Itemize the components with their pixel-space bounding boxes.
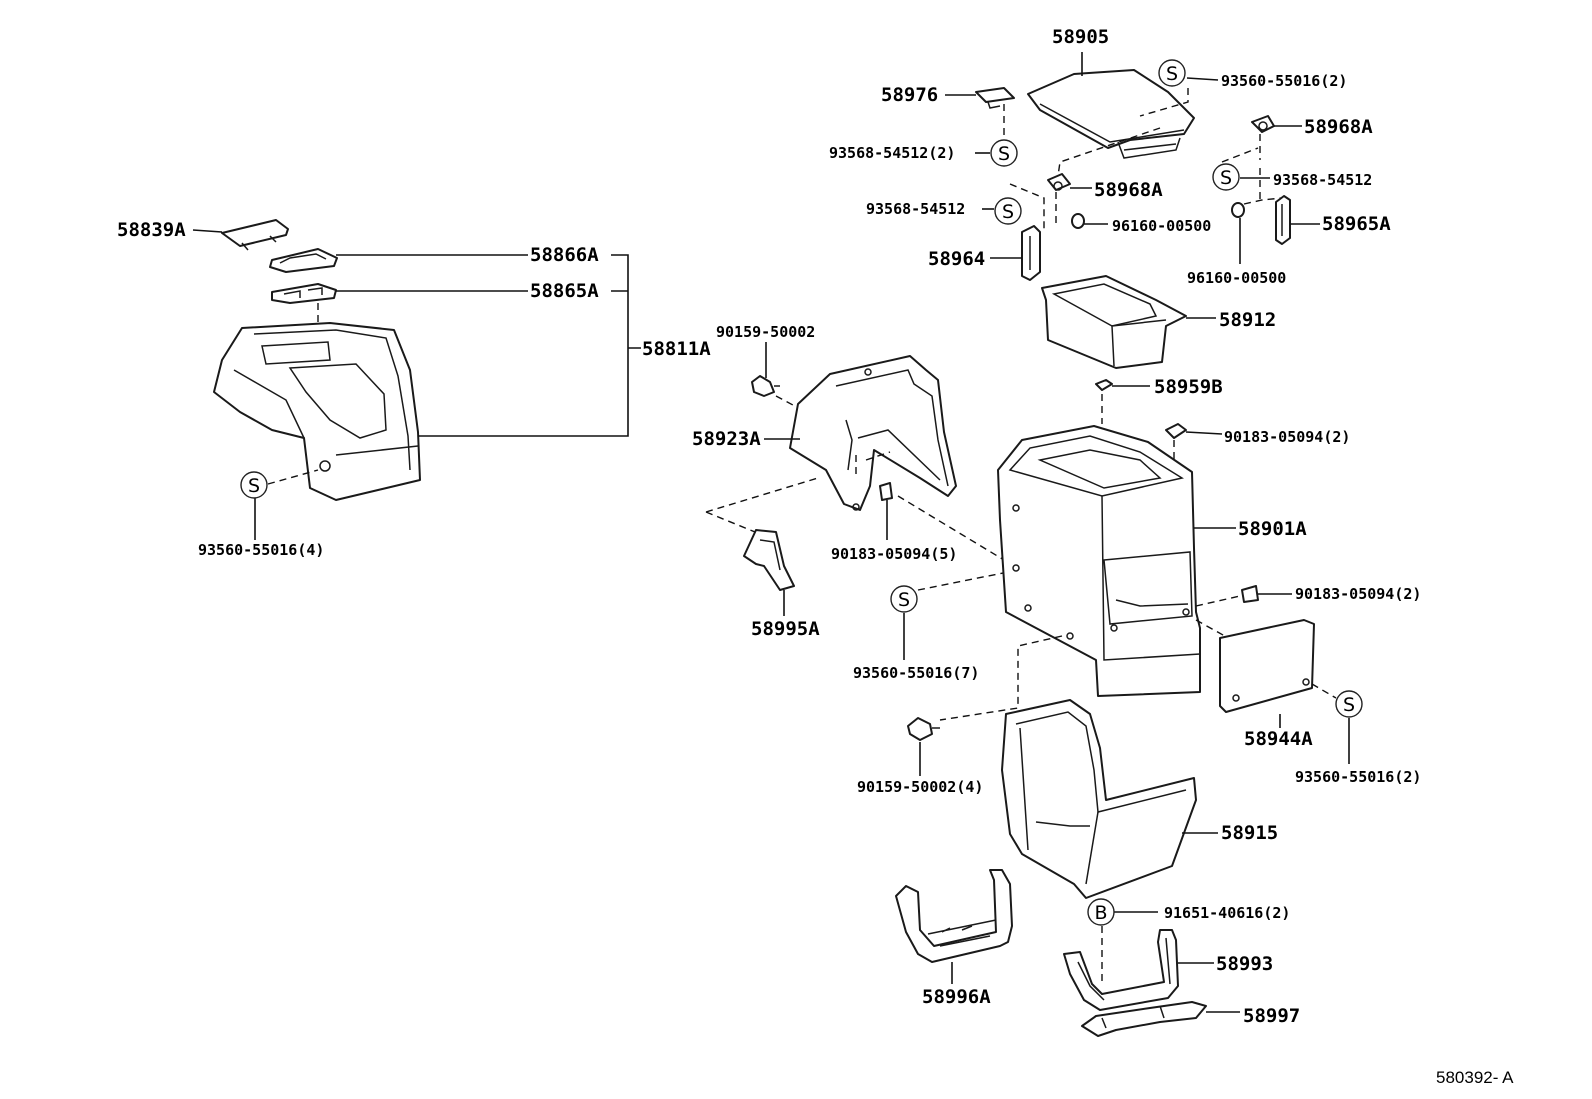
label-93568-54512-right: 93568-54512 bbox=[1273, 171, 1372, 189]
part-58996A-bracket bbox=[895, 869, 1013, 963]
label-93568-54512-left: 93568-54512 bbox=[866, 200, 965, 218]
svg-text:S: S bbox=[998, 143, 1010, 165]
label-58993: 58993 bbox=[1216, 953, 1273, 975]
part-96160-00500-washer-b bbox=[1231, 202, 1245, 218]
part-90183-05094-clip-mid bbox=[879, 482, 893, 501]
part-58959B-pad bbox=[1095, 379, 1113, 391]
label-96160-00500-a: 96160-00500 bbox=[1112, 217, 1211, 235]
label-90183-05094-2-b: 90183-05094(2) bbox=[1295, 585, 1421, 603]
label-93560-55016-4: 93560-55016(4) bbox=[198, 541, 324, 559]
label-58905: 58905 bbox=[1052, 26, 1109, 48]
screw-symbol-s-58811A: S bbox=[240, 471, 268, 499]
label-58996A: 58996A bbox=[922, 986, 991, 1008]
part-96160-00500-washer-a bbox=[1071, 213, 1085, 229]
part-58915-tray bbox=[1001, 699, 1197, 899]
screw-symbol-s-58976: S bbox=[990, 139, 1018, 167]
part-58964-hinge bbox=[1021, 225, 1041, 281]
label-90159-50002: 90159-50002 bbox=[716, 323, 815, 341]
label-58968A-top: 58968A bbox=[1304, 116, 1373, 138]
part-58976-hinge bbox=[975, 87, 1015, 109]
part-58968A-clip-mid bbox=[1047, 173, 1071, 191]
label-58915: 58915 bbox=[1221, 822, 1278, 844]
part-90159-50002-screw-top bbox=[751, 375, 780, 397]
svg-text:S: S bbox=[1343, 694, 1355, 716]
label-58997: 58997 bbox=[1243, 1005, 1300, 1027]
svg-text:S: S bbox=[1166, 63, 1178, 85]
label-58944A: 58944A bbox=[1244, 728, 1313, 750]
diagram-code: 580392- A bbox=[1436, 1068, 1514, 1087]
label-58968A-mid: 58968A bbox=[1094, 179, 1163, 201]
label-91651-40616-2: 91651-40616(2) bbox=[1164, 904, 1290, 922]
svg-text:S: S bbox=[1220, 167, 1232, 189]
part-58866A-cover bbox=[269, 248, 338, 273]
part-58995A-clip bbox=[743, 529, 795, 591]
svg-text:B: B bbox=[1094, 902, 1107, 924]
label-90159-50002-4: 90159-50002(4) bbox=[857, 778, 983, 796]
label-58912: 58912 bbox=[1219, 309, 1276, 331]
label-58995A: 58995A bbox=[751, 618, 820, 640]
svg-text:S: S bbox=[898, 589, 910, 611]
part-58811A-console bbox=[213, 322, 421, 501]
label-90183-05094-2-a: 90183-05094(2) bbox=[1224, 428, 1350, 446]
label-58965A: 58965A bbox=[1322, 213, 1391, 235]
part-58923A-bracket bbox=[789, 355, 957, 511]
label-93560-55016-7: 93560-55016(7) bbox=[853, 664, 979, 682]
bolt-symbol-b-58915: B bbox=[1087, 898, 1115, 926]
part-58993-bracket bbox=[1063, 929, 1179, 1011]
part-58965A-hinge bbox=[1275, 195, 1291, 245]
label-58959B: 58959B bbox=[1154, 376, 1223, 398]
part-90159-50002-screw-bottom bbox=[907, 717, 940, 741]
label-58901A: 58901A bbox=[1238, 518, 1307, 540]
label-96160-00500-b: 96160-00500 bbox=[1187, 269, 1286, 287]
label-58866A: 58866A bbox=[530, 244, 599, 266]
label-93560-55016-2-bottom: 93560-55016(2) bbox=[1295, 768, 1421, 786]
label-58865A: 58865A bbox=[530, 280, 599, 302]
label-93560-55016-2-top: 93560-55016(2) bbox=[1221, 72, 1347, 90]
label-58839A: 58839A bbox=[117, 219, 186, 241]
label-93568-54512-2: 93568-54512(2) bbox=[829, 144, 955, 162]
label-90183-05094-5: 90183-05094(5) bbox=[831, 545, 957, 563]
part-90183-05094-clip-right bbox=[1241, 585, 1259, 603]
part-58865A-plate bbox=[271, 283, 337, 304]
label-58964: 58964 bbox=[928, 248, 985, 270]
part-58839A-cap bbox=[221, 219, 289, 251]
screw-symbol-s-58901A-left: S bbox=[890, 585, 918, 613]
svg-text:S: S bbox=[1002, 201, 1014, 223]
label-58811A: 58811A bbox=[642, 338, 711, 360]
part-58905-lid bbox=[1027, 69, 1195, 159]
part-58968A-clip-top bbox=[1251, 115, 1275, 133]
screw-symbol-s-58944A: S bbox=[1335, 690, 1363, 718]
part-58944A-panel bbox=[1219, 619, 1315, 713]
label-58976: 58976 bbox=[881, 84, 938, 106]
svg-text:S: S bbox=[248, 475, 260, 497]
label-58923A: 58923A bbox=[692, 428, 761, 450]
screw-symbol-s-58968A-mid: S bbox=[994, 197, 1022, 225]
part-58901A-box bbox=[997, 425, 1201, 697]
screw-symbol-s-58905: S bbox=[1158, 59, 1186, 87]
part-90183-05094-clip-top bbox=[1165, 423, 1187, 439]
screw-symbol-s-58968A: S bbox=[1212, 163, 1240, 191]
part-58912-tray bbox=[1041, 275, 1187, 369]
part-58997-plate bbox=[1081, 1001, 1207, 1037]
